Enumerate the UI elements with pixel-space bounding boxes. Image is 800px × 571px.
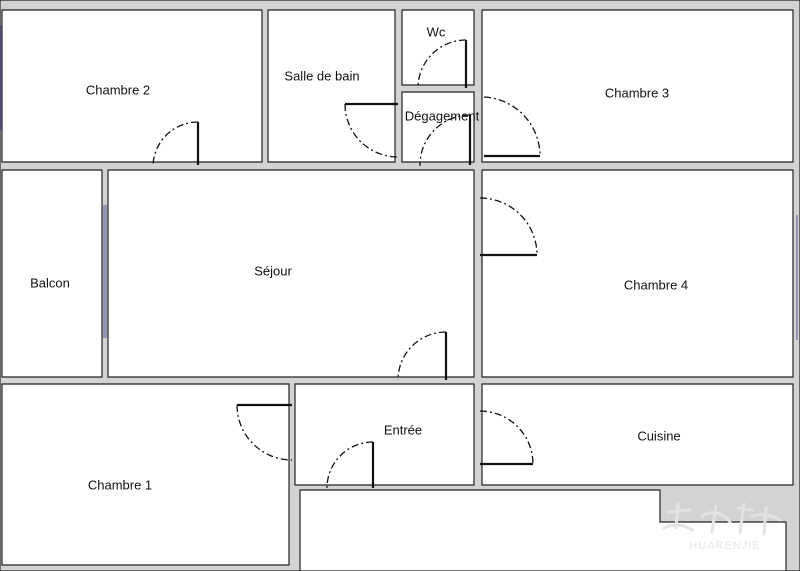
door-swing-chambre-4	[479, 197, 538, 256]
door-swing-cuisine	[479, 410, 534, 465]
room-label-cuisine: Cuisine	[637, 428, 680, 443]
calligraphy-logo-icon	[662, 502, 782, 536]
door-swing-salle-de-bain	[344, 103, 399, 158]
watermark: HUARENJIE	[662, 502, 782, 552]
room-label-chambre-4: Chambre 4	[624, 277, 688, 292]
room-label-balcon: Balcon	[30, 275, 70, 290]
room-label-chambre-3: Chambre 3	[605, 85, 669, 100]
windows	[0, 25, 798, 340]
room-label-chambre-1: Chambre 1	[88, 477, 152, 492]
door-swing-chambre-3	[483, 96, 541, 157]
room-labels: Chambre 2 Salle de bain Wc Dégagement Ch…	[30, 24, 688, 492]
door-swing-chambre-1	[236, 404, 293, 461]
door-swing-chambre-2	[152, 121, 199, 167]
door-swing-sejour	[397, 331, 447, 381]
room-label-degagement: Dégagement	[405, 108, 480, 123]
room-label-entree: Entrée	[384, 422, 422, 437]
door-swing-front	[326, 441, 374, 489]
room-label-sejour: Séjour	[254, 263, 292, 278]
room-label-chambre-2: Chambre 2	[86, 82, 150, 97]
room-label-salle-de-bain: Salle de bain	[284, 68, 359, 83]
door-swing-wc	[417, 39, 467, 89]
room-label-wc: Wc	[427, 24, 446, 39]
doors	[152, 39, 541, 489]
watermark-text: HUARENJIE	[689, 540, 760, 552]
